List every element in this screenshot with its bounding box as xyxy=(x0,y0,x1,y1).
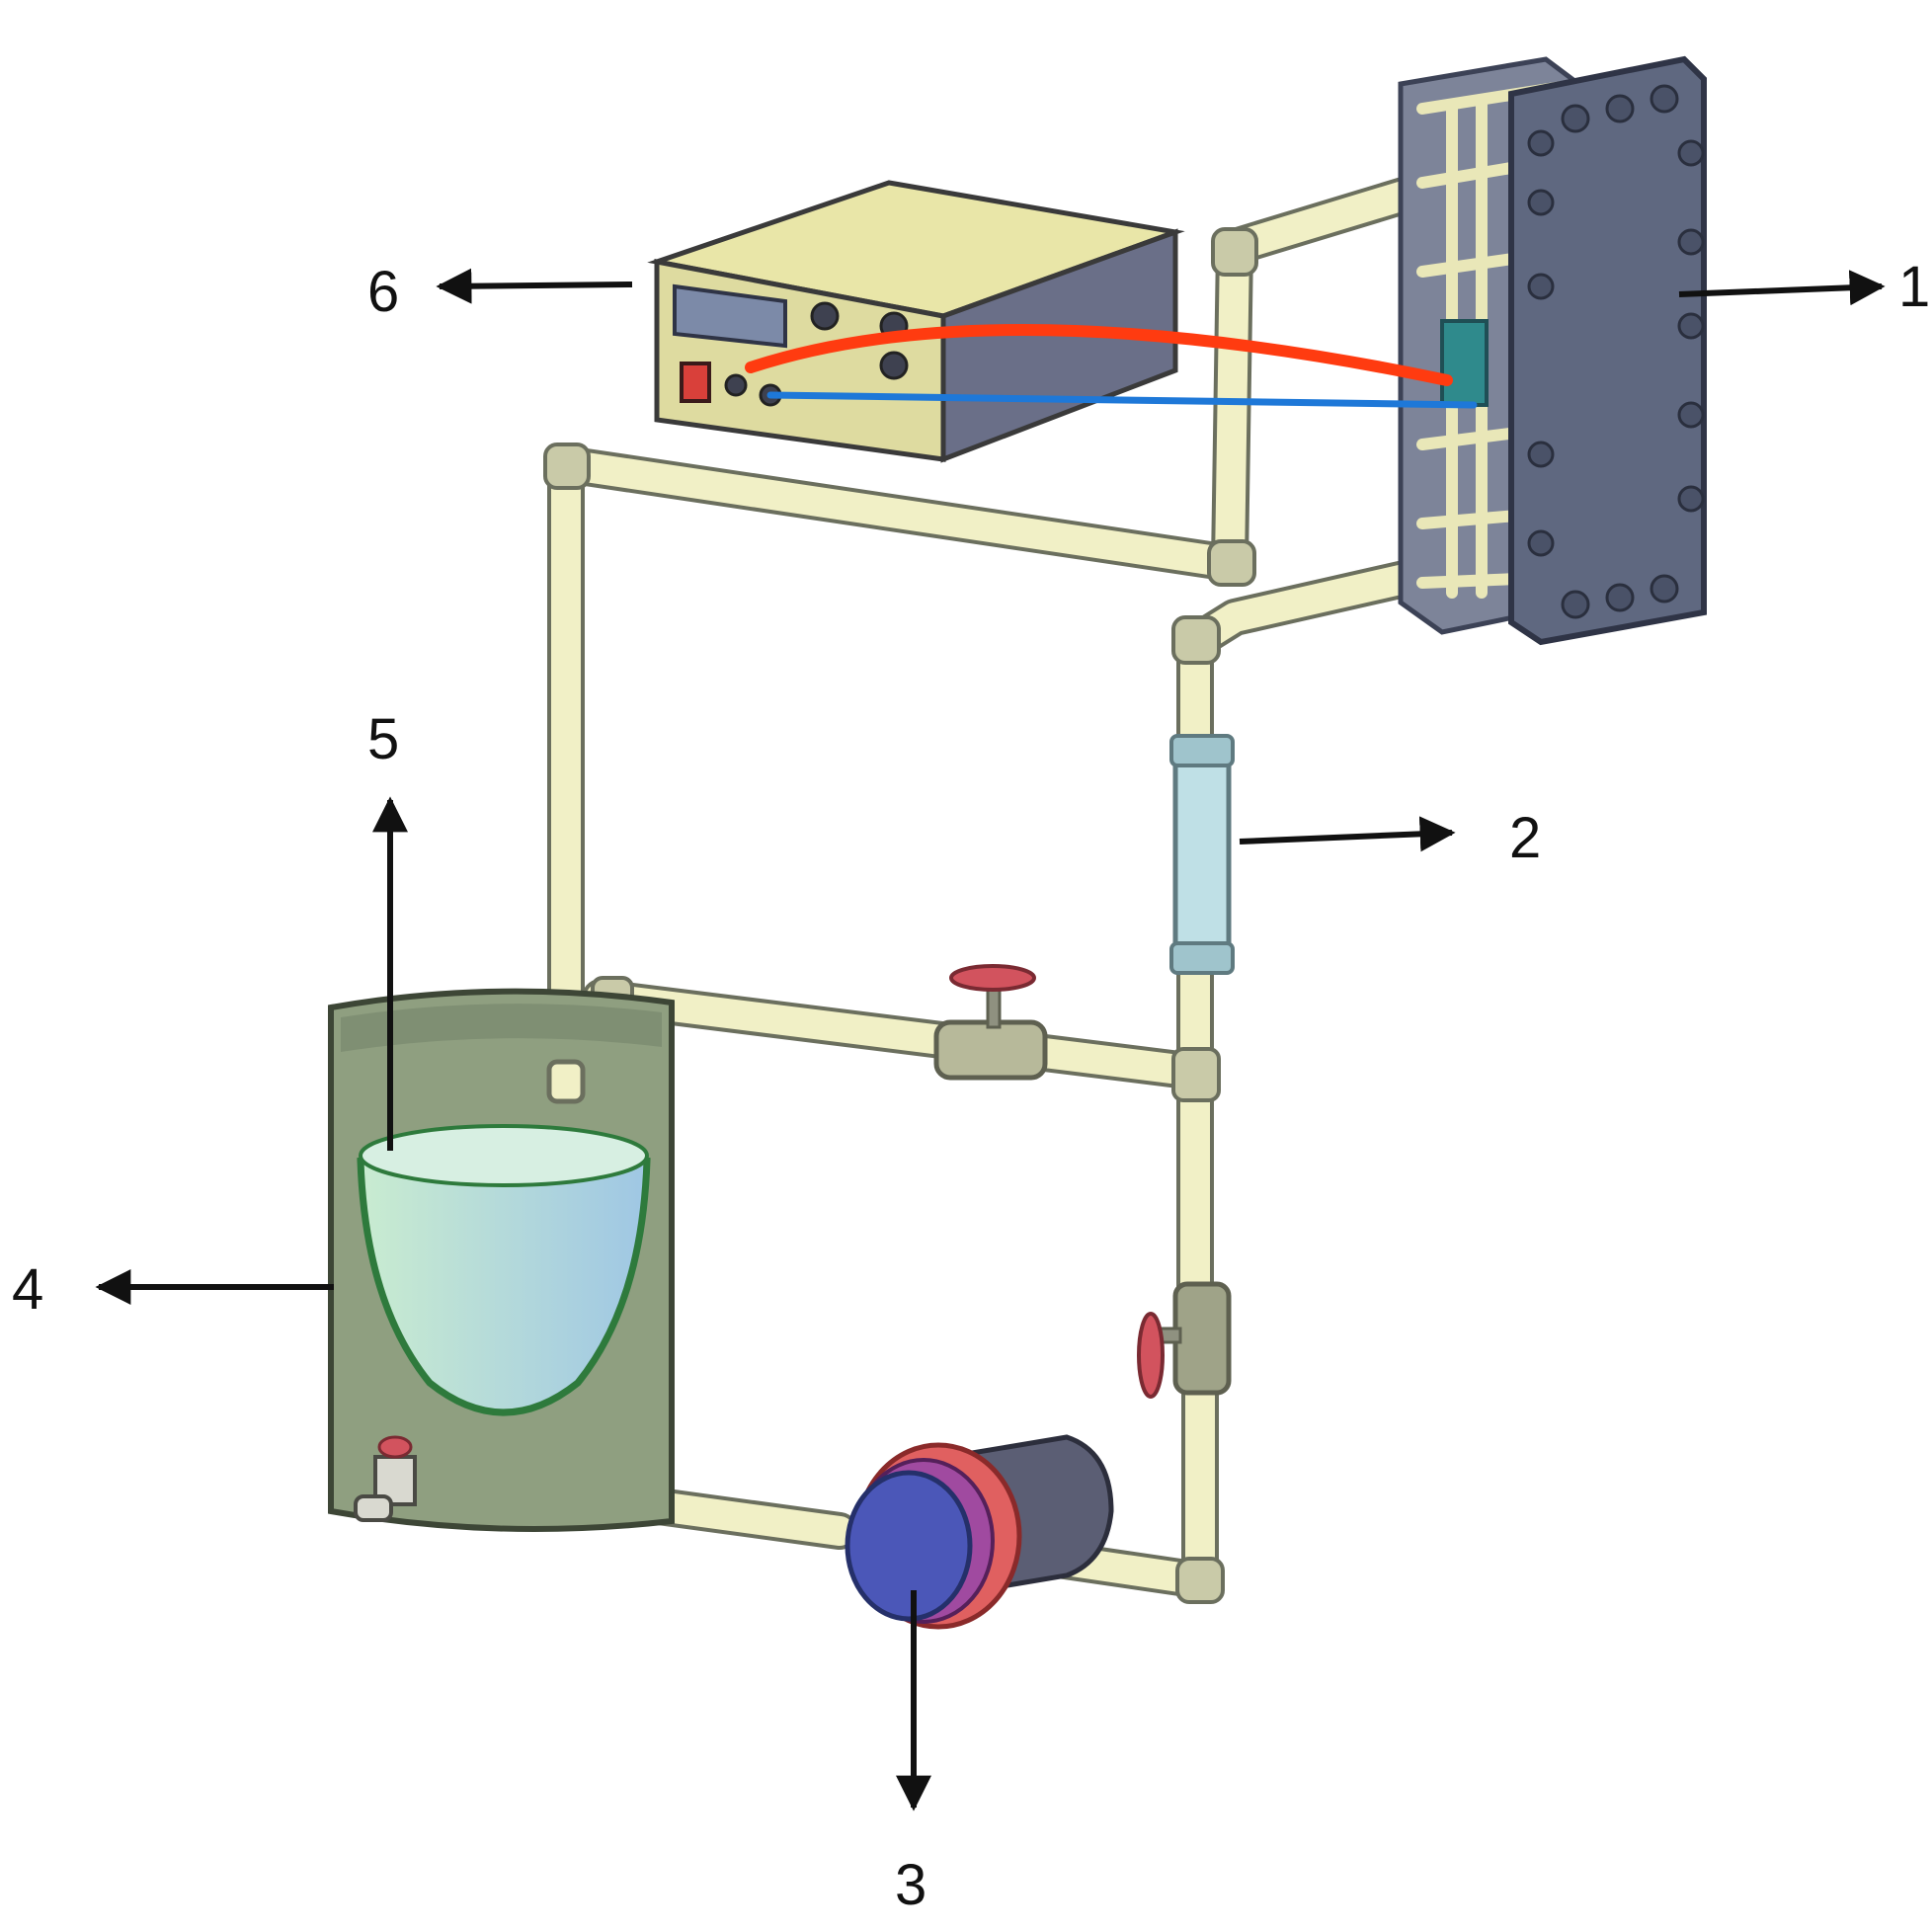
power-supply-display xyxy=(673,283,787,349)
label-6: 6 xyxy=(367,260,399,324)
arrow-2 xyxy=(1239,816,1456,852)
label-2: 2 xyxy=(1509,806,1541,870)
dc-power-supply xyxy=(647,180,1185,463)
label-1: 1 xyxy=(1898,255,1930,319)
pump-face xyxy=(845,1470,973,1622)
pump xyxy=(845,1434,1114,1630)
negative-wire xyxy=(766,391,1478,409)
feed-tank xyxy=(328,988,675,1532)
drain-tap xyxy=(354,1435,417,1522)
return-pipe-outlet xyxy=(546,1059,586,1104)
electrodialysis-stack xyxy=(1398,55,1707,646)
bypass-valve xyxy=(933,964,1048,1081)
flow-meter xyxy=(1169,734,1235,975)
label-3: 3 xyxy=(895,1853,926,1917)
knob-3 xyxy=(879,351,909,380)
pipe-fittings xyxy=(543,227,1258,1604)
terminal-positive xyxy=(724,373,748,397)
knob-1 xyxy=(810,301,840,331)
positive-wire xyxy=(745,324,1453,386)
flow-control-valve xyxy=(1137,1281,1232,1399)
power-switch xyxy=(680,362,711,403)
label-5: 5 xyxy=(367,707,399,771)
arrow-6 xyxy=(436,268,633,304)
power-leads xyxy=(745,324,1478,409)
label-4: 4 xyxy=(12,1257,43,1322)
callout-arrows xyxy=(95,268,1886,1811)
arrow-1 xyxy=(1678,270,1886,306)
